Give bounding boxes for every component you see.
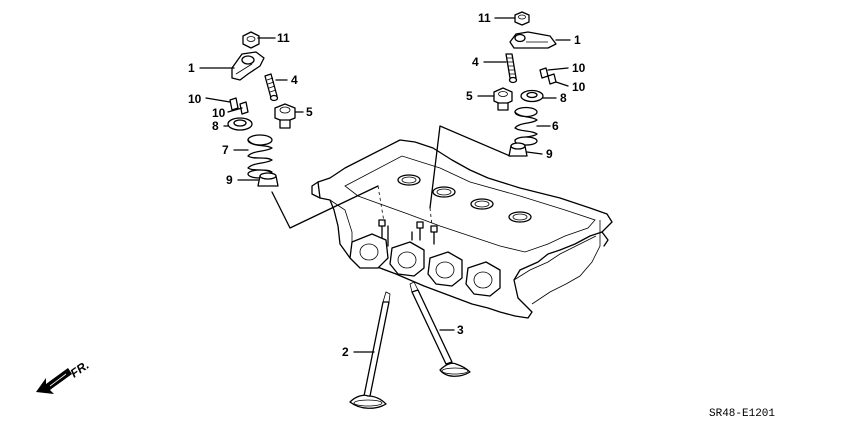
label-11-right: 11 xyxy=(478,11,491,25)
label-5-left: 5 xyxy=(306,105,313,119)
label-9-left: 9 xyxy=(226,173,233,187)
exhaust-valve xyxy=(349,291,391,409)
label-3: 3 xyxy=(457,323,464,337)
valve-cotters-left xyxy=(229,97,249,115)
label-5-right: 5 xyxy=(466,89,473,103)
stem-seal-left xyxy=(257,172,279,187)
stem-seal-right xyxy=(508,142,528,157)
pivot-bolt-right xyxy=(493,87,513,111)
lock-nut-right xyxy=(514,11,530,26)
label-2: 2 xyxy=(342,345,349,359)
label-1-left: 1 xyxy=(188,61,195,75)
part-number-labels: 11 1 4 10 10 5 8 7 9 11 1 4 10 10 5 8 6 … xyxy=(188,11,586,359)
label-6-right: 6 xyxy=(552,119,559,133)
valve-spring-left xyxy=(247,134,273,179)
label-10b-left: 10 xyxy=(212,106,226,120)
front-arrow-icon xyxy=(36,368,72,394)
spring-retainer-left xyxy=(227,117,253,131)
label-7-left: 7 xyxy=(222,143,229,157)
spring-retainer-right xyxy=(520,89,544,103)
label-10b-right: 10 xyxy=(572,80,586,94)
label-11-left: 11 xyxy=(277,31,290,45)
valve-spring-right xyxy=(514,106,538,146)
front-direction-indicator: FR. xyxy=(36,358,92,394)
rocker-arm-left xyxy=(231,51,265,81)
label-9-right: 9 xyxy=(546,147,553,161)
adjusting-screw-left xyxy=(264,73,279,102)
label-leaders xyxy=(199,17,571,353)
left-valve-train xyxy=(227,31,296,187)
lock-nut-left xyxy=(242,31,260,49)
label-8-left: 8 xyxy=(212,119,219,133)
label-8-right: 8 xyxy=(560,91,567,105)
label-1-right: 1 xyxy=(574,33,581,47)
label-10a-right: 10 xyxy=(572,61,586,75)
front-direction-label: FR. xyxy=(68,358,92,381)
adjusting-screw-right xyxy=(505,53,518,84)
diagram-code: SR48-E1201 xyxy=(709,408,775,420)
right-valve-train xyxy=(493,11,557,157)
rocker-arm-right xyxy=(509,31,557,49)
label-4-left: 4 xyxy=(291,73,298,87)
pivot-bolt-left xyxy=(274,103,296,129)
leader-lines xyxy=(271,125,511,229)
valve-cotters-right xyxy=(539,67,557,85)
label-4-right: 4 xyxy=(472,55,479,69)
label-10a-left: 10 xyxy=(188,92,202,106)
cylinder-head xyxy=(311,139,613,319)
intake-valve xyxy=(409,281,471,377)
